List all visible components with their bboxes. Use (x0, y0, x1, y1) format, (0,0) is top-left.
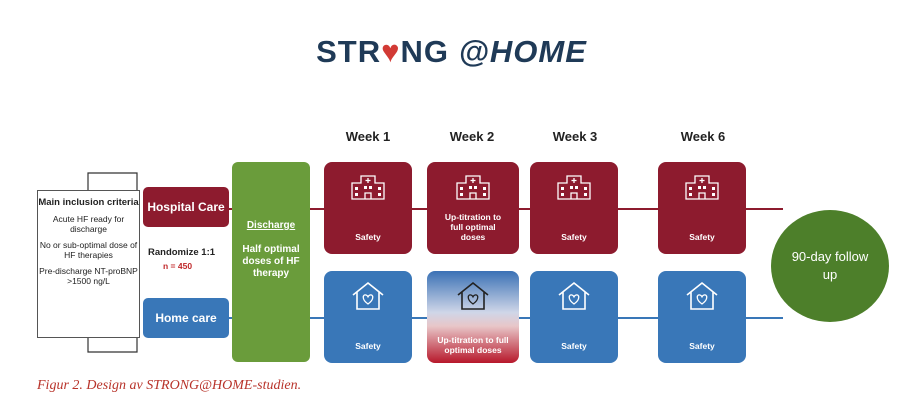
home-visit-week-3: Safety (530, 271, 618, 363)
followup-label: 90-day follow up (791, 249, 869, 282)
home-visit-week-2: Up-titration to full optimal doses (427, 271, 519, 363)
visit-label: Safety (355, 341, 381, 351)
hospital-building-icon (351, 175, 385, 200)
randomize-label: Randomize 1:1 (148, 247, 216, 258)
followup-circle: 90-day follow up (771, 210, 889, 322)
house-heart-icon (352, 281, 384, 310)
discharge-box: Discharge Half optimal doses of HF thera… (232, 162, 310, 362)
visit-label: Safety (689, 341, 715, 351)
hospital-visit-week-1: Safety (324, 162, 412, 254)
criteria-title: Main inclusion criteria (38, 197, 139, 208)
house-heart-icon (457, 281, 489, 310)
sample-size-label: n = 450 (163, 261, 193, 271)
week-label-1: Week 1 (345, 129, 391, 144)
criteria-item: Pre-discharge NT-proBNP >1500 ng/L (39, 266, 138, 286)
visit-label: Safety (561, 341, 587, 351)
home-care-box: Home care (143, 298, 229, 338)
home-visit-week-1: Safety (324, 271, 412, 363)
logo-text-b: NG (400, 34, 450, 69)
figure-caption: Figur 2. Design av STRONG@HOME-studien. (37, 378, 302, 393)
visit-label: Safety (561, 232, 587, 242)
visit-label: Up-titration to full optimal doses (444, 212, 502, 242)
inclusion-criteria-box: Main inclusion criteria Acute HF ready f… (37, 190, 140, 338)
hospital-building-icon (456, 175, 490, 200)
heart-icon: ♥ (381, 34, 401, 69)
visit-label: Safety (689, 232, 715, 242)
criteria-item: No or sub-optimal dose of HF therapies (39, 240, 138, 260)
home-visit-week-6: Safety (658, 271, 746, 363)
house-heart-icon (686, 281, 718, 310)
logo-text-c: @HOME (458, 34, 587, 69)
criteria-item: Acute HF ready for discharge (52, 214, 125, 234)
discharge-title: Discharge (246, 220, 296, 231)
hospital-visit-week-6: Safety (658, 162, 746, 254)
hospital-building-icon (557, 175, 591, 200)
logo: STR♥NG @HOME (0, 34, 903, 70)
hospital-visit-week-3: Safety (530, 162, 618, 254)
hospital-building-icon (685, 175, 719, 200)
hospital-visit-week-2: Up-titration to full optimal doses (427, 162, 519, 254)
week-label-6: Week 6 (680, 129, 726, 144)
week-label-2: Week 2 (449, 129, 495, 144)
visit-label: Up-titration to full optimal doses (437, 335, 509, 355)
hospital-care-box: Hospital Care (143, 187, 229, 227)
discharge-body: Half optimal doses of HF therapy (242, 244, 300, 279)
logo-text-a: STR (316, 34, 382, 69)
week-label-3: Week 3 (552, 129, 598, 144)
visit-label: Safety (355, 232, 381, 242)
house-heart-icon (558, 281, 590, 310)
